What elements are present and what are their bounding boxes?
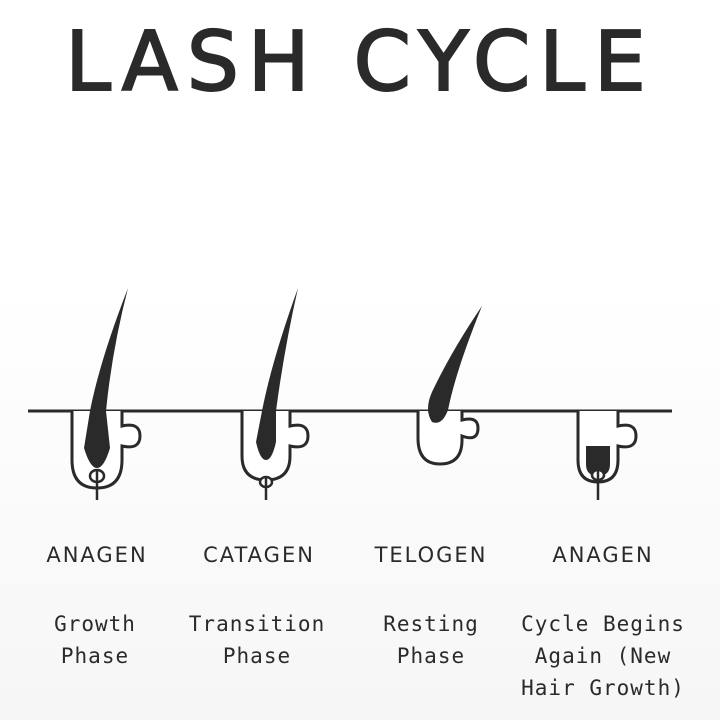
follicle-outline bbox=[416, 411, 480, 466]
phase-description-resting: Resting Phase bbox=[383, 612, 479, 668]
follicle-anagen-new-growth bbox=[576, 411, 638, 500]
phase-description-transition: Transition Phase bbox=[188, 612, 326, 668]
phase-name-anagen-new: ANAGEN bbox=[552, 543, 654, 567]
lash-cycle-diagram bbox=[28, 288, 672, 500]
phase-description-growth: Growth Phase bbox=[54, 612, 136, 668]
phase-name-catagen: CATAGEN bbox=[203, 543, 315, 567]
follicle-telogen-resting bbox=[416, 306, 482, 466]
phase-description-cycle-begins: Cycle Begins Again (New Hair Growth) bbox=[521, 612, 685, 700]
follicle-catagen-transition bbox=[240, 288, 310, 500]
new-hair-bulb bbox=[586, 446, 610, 476]
lash-hair bbox=[428, 306, 482, 423]
lash-hair bbox=[84, 288, 128, 468]
phase-name-telogen: TELOGEN bbox=[374, 543, 488, 567]
phase-name-anagen: ANAGEN bbox=[46, 543, 148, 567]
page-title: LASH CYCLE bbox=[64, 15, 655, 110]
follicle-anagen-growth bbox=[70, 288, 142, 500]
lash-hair bbox=[256, 288, 298, 460]
